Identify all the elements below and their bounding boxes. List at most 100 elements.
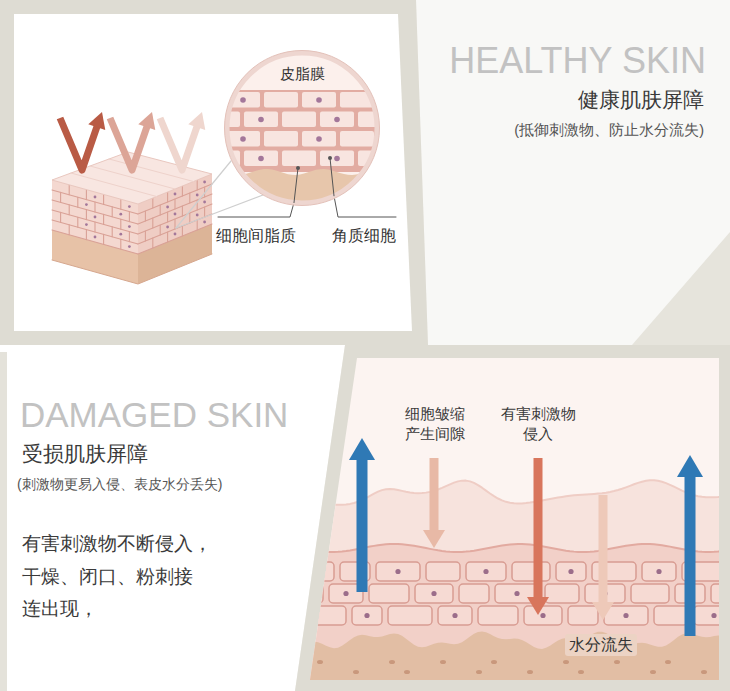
corneocyte: [244, 151, 278, 167]
cell-dot: [568, 569, 573, 574]
lens-ring: [225, 51, 380, 206]
cell-dot: [196, 194, 199, 197]
reflected-arrow-shaft: [60, 118, 98, 170]
cell-dot: [128, 245, 131, 248]
lipid-line: [52, 220, 138, 244]
lipid-line: [129, 232, 130, 242]
corneocyte: [282, 151, 316, 167]
label-box: 健康肌肤屏障: [578, 87, 704, 113]
shrunken-cell: [556, 562, 586, 581]
dermis-dot: [650, 670, 656, 674]
gap-arrow: [423, 458, 445, 548]
lipid-line: [103, 214, 104, 224]
corneocyte: [378, 92, 380, 108]
magnifier-circle: 皮脂膜: [224, 50, 380, 206]
lipid-line: [197, 220, 198, 230]
reflected-arrow-head: [88, 112, 105, 130]
lipid-line: [86, 230, 87, 240]
lipid-line: [112, 207, 113, 217]
lipid-line: [120, 239, 121, 249]
cell-dot: [395, 569, 400, 574]
lipid-line: [120, 199, 121, 209]
text-wrap: 皮脂膜: [224, 64, 380, 84]
label-box: (抵御刺激物、防止水分流失): [514, 121, 704, 139]
moisture-arrow: [592, 495, 614, 620]
epidermis-edge: [290, 544, 730, 552]
shrunken-cell: [568, 606, 598, 625]
panel-frame: [0, 0, 428, 345]
lipid-line: [86, 210, 87, 220]
label-box: 有害刺激物 侵入: [498, 404, 578, 445]
lipid-line: [52, 200, 138, 224]
cell-dot: [166, 226, 169, 229]
corneocyte: [320, 151, 354, 167]
cell-dot: [540, 613, 545, 618]
cell-dot: [85, 203, 88, 206]
shrunken-cell: [415, 584, 453, 603]
lipid-line: [160, 225, 161, 235]
surface-line: [71, 173, 157, 197]
cell-dot: [128, 205, 131, 208]
cell-dot: [656, 569, 661, 574]
reflected-arrow-shaft: [160, 118, 198, 170]
irritant-arrow-head: [527, 597, 549, 615]
cell-dot: [128, 225, 131, 228]
dermis: [290, 631, 730, 691]
cell-dot: [85, 223, 88, 226]
corneocyte: [264, 131, 298, 147]
lipid-line: [86, 190, 87, 200]
lipid-line: [77, 197, 78, 207]
section-note: (抵御刺激物、防止水分流失): [514, 121, 704, 139]
epidermis: [290, 544, 730, 691]
gap-arrow-head: [423, 530, 445, 548]
part-name: 角质细胞: [332, 226, 396, 246]
shrunken-cell: [296, 562, 334, 581]
label-box: 水分流失: [565, 634, 637, 656]
lipid-line: [152, 238, 153, 248]
lipid-line: [52, 210, 138, 234]
watermark-heading: DAMAGED SKIN: [20, 393, 288, 437]
shrunken-cell: [654, 606, 688, 625]
corneocyte: [302, 131, 336, 147]
dermis-dot: [614, 660, 620, 664]
corneocyte: [340, 131, 374, 147]
moisture-arrow-head: [592, 602, 614, 620]
section-note: (刺激物更易入侵、表皮水分丢失): [17, 476, 222, 494]
intercellular-lipid: [224, 90, 380, 172]
lipid-line: [94, 222, 95, 232]
label-box: 受损肌肤屏障: [22, 441, 148, 467]
dermis-dot: [476, 670, 482, 674]
dermis-dot: [353, 670, 359, 674]
shrunken-cell: [308, 606, 346, 625]
label-box: (刺激物更易入侵、表皮水分丢失): [17, 476, 222, 494]
cell-dot: [94, 236, 97, 239]
shrunken-cell: [711, 584, 730, 603]
lipid-line: [160, 205, 161, 215]
skin-section: [262, 350, 730, 691]
reflected-arrow: [110, 112, 155, 170]
label-box: 有害刺激物不断侵入， 干燥、闭口、粉刺接 连出现，: [22, 528, 237, 626]
label-box: DAMAGED SKIN: [20, 393, 288, 437]
shrunken-cell: [728, 562, 730, 581]
cell-dot: [94, 196, 97, 199]
cell-dot: [174, 193, 177, 196]
corneocyte: [264, 92, 298, 108]
lipid-line: [182, 206, 183, 216]
water-loss-arrow-head: [677, 455, 703, 477]
reflected-arrow: [60, 112, 105, 170]
shrunken-cell: [459, 584, 489, 603]
lipid-line: [60, 212, 61, 222]
dermis-dot: [491, 660, 497, 664]
label-box: 角质细胞: [332, 226, 396, 246]
cell-dot: [316, 136, 322, 142]
cell-dot: [203, 221, 206, 224]
corneocyte: [302, 92, 336, 108]
cell-dot: [452, 613, 457, 618]
cell-dot: [623, 613, 628, 618]
leader-line: [330, 158, 334, 196]
cell-dot: [364, 613, 369, 618]
watermark-heading: HEALTHY SKIN: [449, 38, 706, 83]
shrunken-cell: [438, 606, 472, 625]
lipid-line: [69, 205, 70, 215]
